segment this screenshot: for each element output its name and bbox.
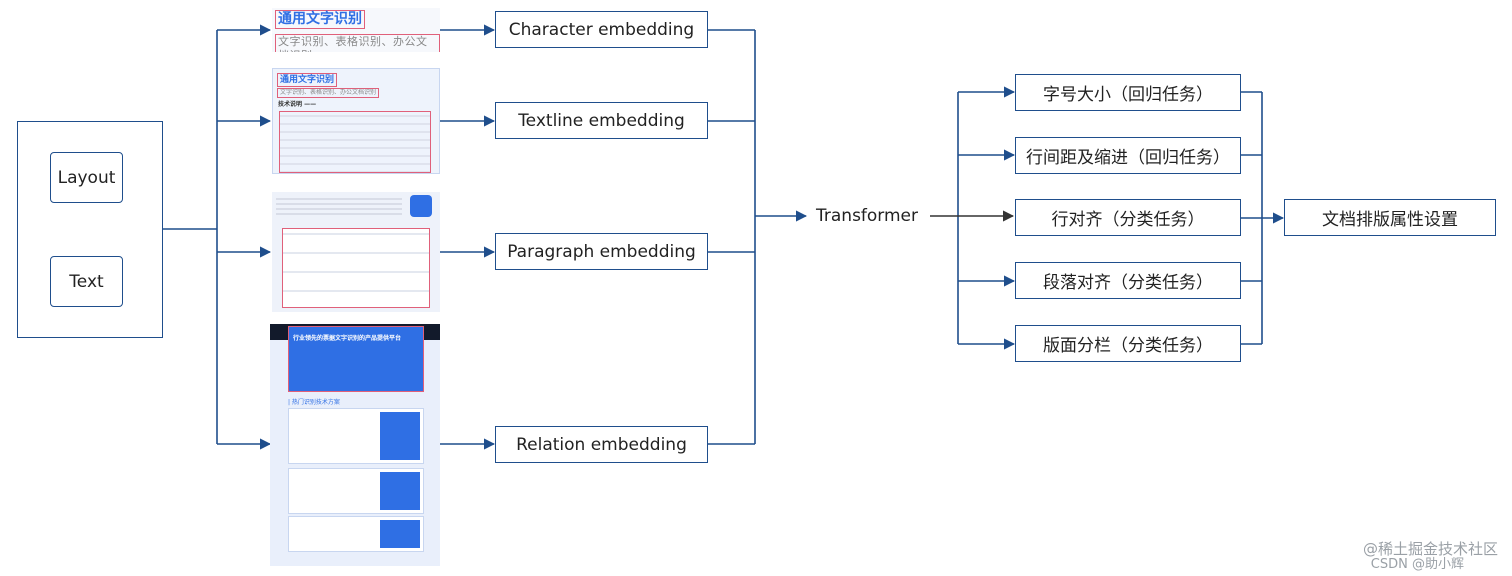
task-box-line-spacing: 行间距及缩进（回归任务） <box>1015 137 1241 174</box>
relation-card-3 <box>288 516 424 552</box>
character-thumbnail: 通用文字识别 文字识别、表格识别、办公文档识别 <box>272 8 440 52</box>
task-label-font-size: 字号大小（回归任务） <box>1043 85 1213 105</box>
task-label-paragraph-alignment: 段落对齐（分类任务） <box>1043 273 1213 293</box>
relation-card-1 <box>288 408 424 464</box>
transformer-label: Transformer <box>816 206 919 226</box>
task-label-column-layout: 版面分栏（分类任务） <box>1043 336 1213 356</box>
textline-thumbnail: 通用文字识别 文字识别、表格识别、办公文档识别 技术说明 —— <box>272 68 440 174</box>
card-image-icon <box>380 520 420 548</box>
layout-label: Layout <box>57 167 116 188</box>
paragraph-embedding-box: Paragraph embedding <box>495 233 708 270</box>
character-thumbnail-title: 通用文字识别 <box>275 10 365 29</box>
card-image-icon <box>380 412 420 460</box>
task-box-font-size: 字号大小（回归任务） <box>1015 74 1241 111</box>
paragraph-thumbnail <box>272 192 440 312</box>
task-label-line-alignment: 行对齐（分类任务） <box>1051 210 1205 230</box>
task-label-line-spacing: 行间距及缩进（回归任务） <box>1026 148 1230 168</box>
relation-thumbnail-banner: 行业领先的票据文字识别的产品提供平台 <box>288 326 424 392</box>
textline-thumbnail-subtitle: 文字识别、表格识别、办公文档识别 <box>277 88 380 98</box>
character-thumbnail-subtitle: 文字识别、表格识别、办公文档识别 <box>275 34 440 52</box>
relation-embedding-label: Relation embedding <box>516 434 687 455</box>
paragraph-thumbnail-header <box>276 195 402 217</box>
textline-embedding-label: Textline embedding <box>518 110 685 131</box>
relation-embedding-box: Relation embedding <box>495 426 708 463</box>
textline-thumbnail-title: 通用文字识别 <box>277 73 338 87</box>
output-label: 文档排版属性设置 <box>1322 210 1458 230</box>
textline-thumbnail-lines <box>279 111 431 173</box>
task-box-paragraph-alignment: 段落对齐（分类任务） <box>1015 262 1241 299</box>
relation-thumbnail-title: 行业领先的票据文字识别的产品提供平台 <box>293 335 402 342</box>
task-box-line-alignment: 行对齐（分类任务） <box>1015 199 1241 236</box>
relation-card-2 <box>288 468 424 514</box>
paragraph-thumbnail-body <box>282 228 430 308</box>
text-input-box: Text <box>50 256 123 307</box>
layout-input-box: Layout <box>50 152 123 203</box>
relation-thumbnail: 行业领先的票据文字识别的产品提供平台 | 热门识别技术方案 <box>270 324 440 566</box>
paragraph-embedding-label: Paragraph embedding <box>507 241 696 262</box>
watermark-csdn: CSDN @助小辉 <box>1370 557 1464 572</box>
relation-thumbnail-section: | 热门识别技术方案 <box>288 399 340 406</box>
task-box-column-layout: 版面分栏（分类任务） <box>1015 325 1241 362</box>
textline-embedding-box: Textline embedding <box>495 102 708 139</box>
watermark-juejin: @稀土掘金技术社区 <box>1362 540 1498 558</box>
text-label: Text <box>69 271 104 292</box>
character-embedding-label: Character embedding <box>508 19 695 40</box>
textline-thumbnail-section: 技术说明 —— <box>278 101 317 108</box>
output-box: 文档排版属性设置 <box>1284 199 1496 236</box>
character-embedding-box: Character embedding <box>495 11 708 48</box>
app-logo-icon <box>410 195 432 217</box>
card-image-icon <box>380 472 420 510</box>
